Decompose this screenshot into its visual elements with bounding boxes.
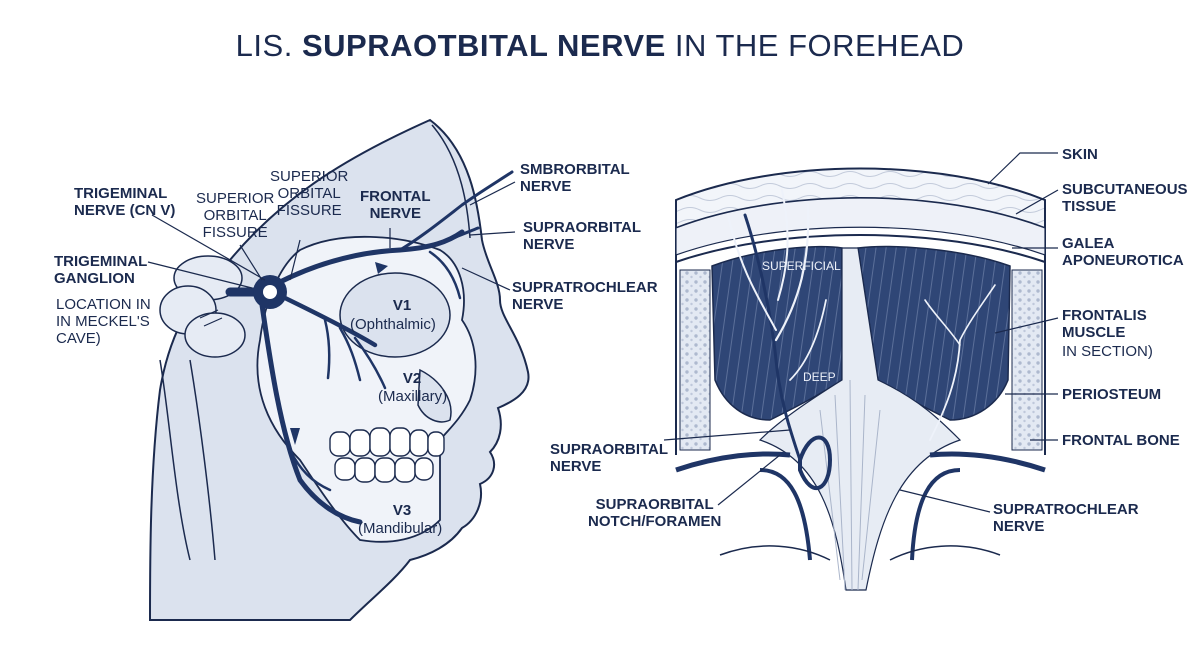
label-frontal-nerve: FRONTAL NERVE	[360, 188, 431, 222]
page-title: LIS. SUPRAOTBITAL NERVE IN THE FOREHEAD	[0, 28, 1200, 64]
label-trigeminal-nerve: TRIGEMINAL NERVE (CN V)	[74, 185, 176, 219]
subcutaneous-layer	[675, 197, 1046, 256]
label-supratrochlear-nerve-left: SUPRATROCHLEAR NERVE	[512, 279, 658, 313]
teeth	[329, 427, 445, 483]
label-deep: DEEP	[803, 370, 836, 384]
left-leader-lines	[147, 181, 516, 291]
label-supraorbital-notch: SUPRAORBITAL NOTCH/FORAMEN	[588, 496, 722, 530]
label-v1-sub: (Ophthalmic)	[350, 316, 436, 333]
label-frontalis-sub: IN SECTION)	[1062, 343, 1153, 360]
label-frontal-bone: FRONTAL BONE	[1062, 432, 1180, 449]
label-smbrorbital-nerve: SMBRORBITAL NERVE	[520, 161, 630, 195]
cross-section-nerves	[727, 189, 996, 491]
label-v2: V2	[402, 370, 422, 387]
trigeminal-nerves	[225, 170, 514, 525]
label-galea: GALEA APONEUROTICA	[1062, 235, 1184, 269]
central-fascia	[758, 247, 962, 591]
label-v3-sub: (Mandibular)	[358, 520, 443, 537]
title-bold: SUPRAOTBITAL NERVE	[301, 28, 666, 63]
title-suffix: IN THE FOREHEAD	[674, 28, 965, 63]
forehead-cross-section	[663, 152, 1059, 591]
label-supraorbital-nerve-left: SUPRAORBITAL NERVE	[523, 219, 642, 253]
label-supratrochlear-nerve-right: SUPRATROCHLEAR NERVE	[993, 501, 1139, 535]
label-v1: V1	[392, 297, 412, 314]
label-supraorbital-nerve-right: SUPRAORBITAL NERVE	[550, 441, 669, 475]
label-subcutaneous: SUBCUTANEOUS TISSUE	[1062, 181, 1188, 215]
right-leader-lines	[663, 152, 1059, 513]
label-superficial: SUPERFICIAL	[762, 259, 841, 273]
label-skin: SKIN	[1062, 146, 1098, 163]
orbit	[339, 272, 451, 358]
label-superior-orbital-fissure-b: SUPERIOR ORBITAL FISSURE	[270, 168, 349, 219]
brain-lobes	[159, 255, 246, 358]
head-profile	[147, 118, 530, 621]
label-location: LOCATION IN IN MECKEL'S CAVE)	[56, 296, 151, 347]
label-trigeminal-ganglion: TRIGEMINAL GANGLION	[54, 253, 148, 287]
label-superior-orbital-fissure-a: SUPERIOR ORBITAL FISSURE	[196, 190, 275, 241]
frontalis-left	[711, 245, 843, 421]
label-v2-sub: (Maxillary)	[378, 388, 448, 405]
label-periosteum: PERIOSTEUM	[1062, 386, 1162, 403]
title-prefix: LIS.	[235, 28, 293, 63]
label-v3: V3	[392, 502, 412, 519]
label-frontalis: FRONTALIS MUSCLE	[1062, 307, 1147, 341]
